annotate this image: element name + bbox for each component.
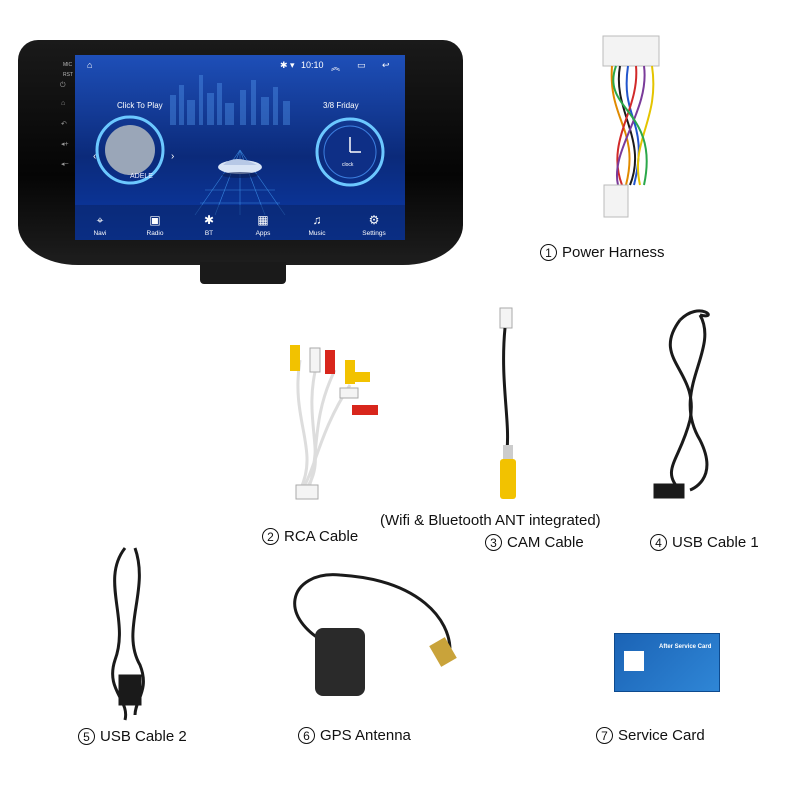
caption-usb-cable-2: 5 USB Cable 2 [78,728,187,745]
cam-cable-graphic [499,307,516,499]
head-unit-bracket [200,262,286,284]
usb-cable-1-graphic [653,309,710,499]
caption-gps-antenna: 6 GPS Antenna [298,727,411,744]
dock-music[interactable]: Music [308,230,326,237]
service-card: After Service Card [614,633,720,692]
next-track-icon[interactable]: › [171,151,175,162]
status-bluetooth-icon: ✱ [280,60,288,70]
status-home-icon[interactable]: ⌂ [87,60,93,70]
power-icon: ⏻ [60,82,66,89]
status-wifi-icon: ▾ [290,60,295,70]
service-card-title: After Service Card [659,644,712,650]
home-icon: ⌂ [61,100,66,107]
status-time: 10:10 [301,60,324,70]
head-unit-screen: ⌂ ✱ ▾ 10:10 ︽ ▭ ↩ Click To Play ‹ › ADEL… [75,55,405,240]
cam-cable-note: (Wifi & Bluetooth ANT integrated) [380,512,601,529]
clock-label: clock [342,162,354,168]
caption-service-card: 7 Service Card [596,727,705,744]
settings-gear-icon[interactable]: ⚙ [368,213,380,227]
click-to-play-label[interactable]: Click To Play [117,101,163,110]
dock-radio[interactable]: Radio [146,230,164,237]
back-icon: ↶ [61,121,67,128]
dock-apps[interactable]: Apps [255,230,271,237]
bluetooth-icon[interactable]: ✱ [203,213,215,227]
status-up-icon[interactable]: ︽ [331,62,341,72]
caption-rca-cable: 2 RCA Cable [262,528,358,545]
power-harness-graphic [602,35,660,218]
caption-power-harness: 1 Power Harness [540,244,665,261]
rca-cable-graphic [290,345,378,500]
dock-navi[interactable]: Navi [93,230,107,237]
qr-code-icon [624,651,644,671]
screen-background-art [75,75,405,240]
status-back-icon[interactable]: ↩ [382,60,390,70]
radio-icon[interactable]: ▣ [149,213,161,227]
apps-grid-icon[interactable]: ▦ [257,213,269,227]
date-label: 3/8 Friday [323,101,359,110]
album-artist: ADELE [130,173,153,180]
music-note-icon[interactable]: ♫ [312,213,322,227]
usb-cable-2-graphic [111,547,145,721]
dock-settings[interactable]: Settings [362,230,386,237]
volume-down-icon: ◂− [61,161,69,168]
caption-cam-cable: 3 CAM Cable [485,534,584,551]
navi-pin-icon[interactable]: ⌖ [96,213,104,227]
car-graphic [218,159,262,178]
mic-label: MIC [63,62,73,68]
gps-antenna-graphic [293,573,457,696]
volume-up-icon: ◂+ [61,141,69,148]
dock-bt[interactable]: BT [204,230,214,237]
rst-label: RST [63,72,73,78]
previous-track-icon[interactable]: ‹ [93,151,97,162]
status-recent-icon[interactable]: ▭ [357,60,366,70]
caption-usb-cable-1: 4 USB Cable 1 [650,534,759,551]
